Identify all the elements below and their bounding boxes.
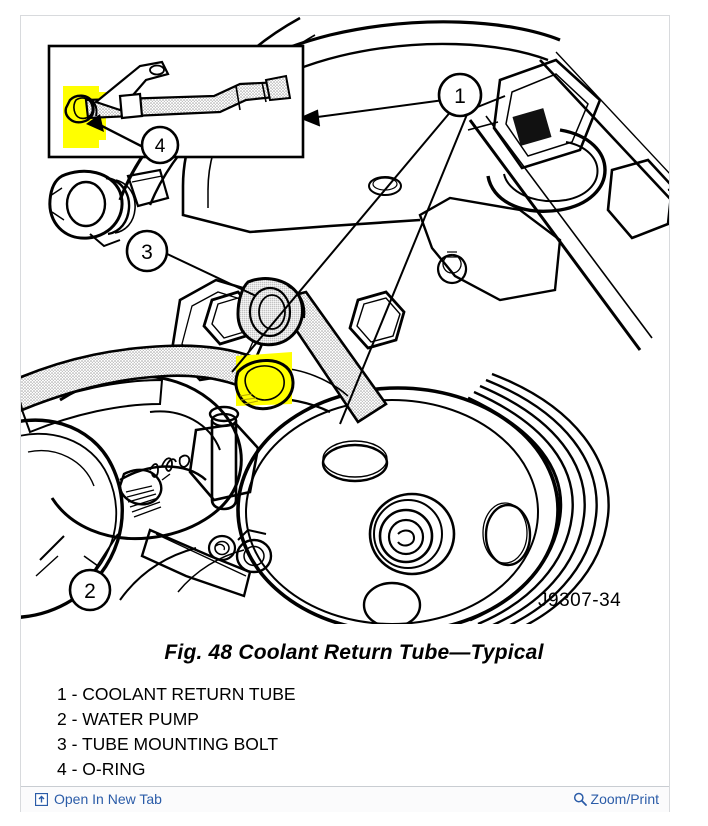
svg-text:3: 3	[141, 241, 153, 264]
magnifier-icon	[573, 792, 587, 806]
figure-action-bar: Open In New Tab Zoom/Print	[21, 786, 669, 812]
legend-item-1: 1 - COOLANT RETURN TUBE	[57, 684, 296, 704]
legend-item-4: 4 - O-RING	[57, 759, 146, 779]
callout-2-main: 2	[68, 568, 112, 612]
callout-1-main: 1	[437, 72, 483, 118]
legend-item-2: 2 - WATER PUMP	[57, 709, 199, 729]
figure-image: 1 3 2 J9307-34	[21, 16, 669, 786]
callout-4-inset: 4	[140, 125, 180, 165]
open-in-new-tab-icon	[34, 792, 49, 806]
zoom-print-button[interactable]: Zoom/Print	[573, 791, 659, 807]
drawing-number: J9307-34	[538, 590, 621, 611]
legend-item-3: 3 - TUBE MOUNTING BOLT	[57, 734, 279, 754]
svg-text:1: 1	[454, 85, 466, 108]
open-in-new-tab-button[interactable]: Open In New Tab	[34, 791, 162, 807]
figure-legend: 1 - COOLANT RETURN TUBE 2 - WATER PUMP 3…	[57, 682, 557, 782]
zoom-print-label: Zoom/Print	[590, 791, 659, 807]
callout-3-main: 3	[125, 229, 169, 273]
open-in-new-tab-label: Open In New Tab	[54, 791, 162, 807]
figure-caption: Fig. 48 Coolant Return Tube—Typical	[164, 641, 544, 664]
engine-diagram-svg: 1 3 2 J9307-34	[21, 16, 669, 624]
svg-text:2: 2	[84, 580, 96, 603]
svg-text:4: 4	[155, 136, 166, 157]
